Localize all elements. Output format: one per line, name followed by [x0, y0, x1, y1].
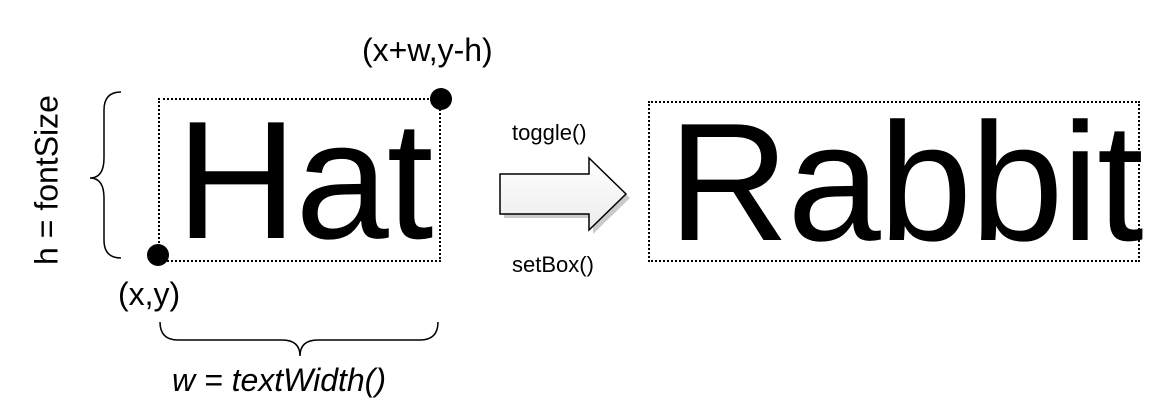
width-brace [159, 321, 439, 357]
transform-arrow [499, 156, 628, 232]
width-label: w = textWidth() [172, 362, 386, 398]
arrow-bottom-label: setBox() [512, 252, 594, 277]
height-brace [89, 91, 122, 259]
corner-top-right-dot [430, 88, 452, 110]
rabbit-word: Rabbit [668, 88, 1144, 276]
corner-bottom-left-dot [147, 244, 169, 266]
hat-word: Hat [176, 86, 433, 274]
arrow-top-label: toggle() [512, 120, 587, 145]
corner-top-label: (x+w,y-h) [362, 32, 493, 68]
corner-bottom-label: (x,y) [118, 276, 181, 312]
rabbit-bounding-box [648, 101, 1140, 262]
height-label-container: h = fontSize [22, 70, 72, 290]
hat-bounding-box [158, 98, 441, 262]
height-label: h = fontSize [28, 95, 65, 265]
